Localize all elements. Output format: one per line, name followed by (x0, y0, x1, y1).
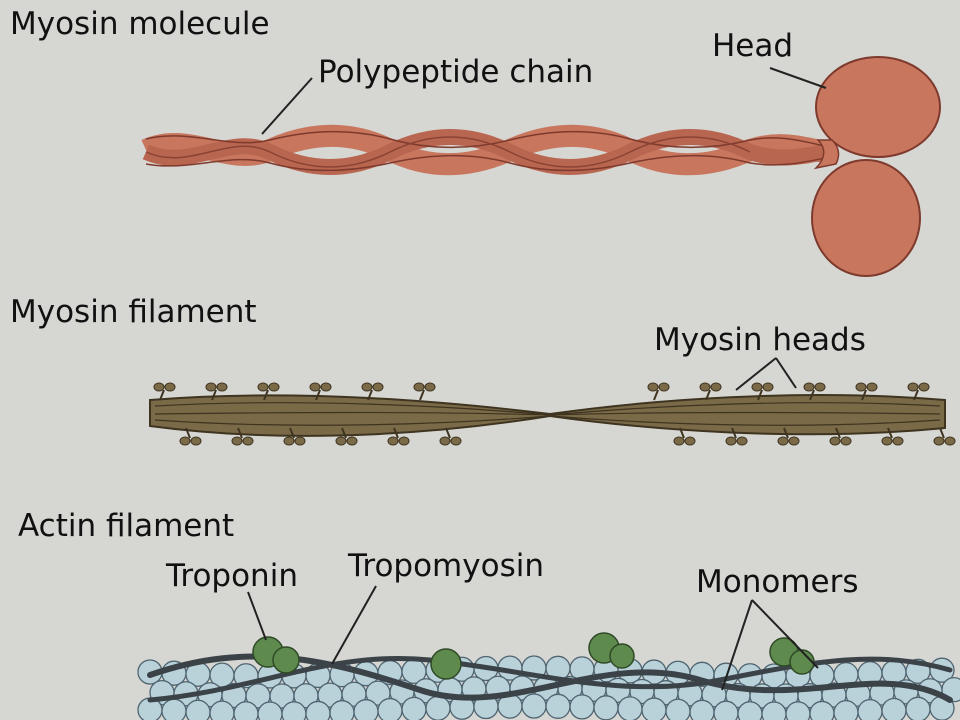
myosin-head-pair (205, 382, 228, 401)
actin-monomer (713, 700, 739, 720)
polypeptide-chain-label: Polypeptide chain (318, 54, 593, 90)
actin-monomer (233, 701, 259, 720)
monomers-label: Monomers (696, 564, 859, 600)
actin-monomer (185, 699, 211, 720)
actin-monomer (161, 698, 187, 720)
myosin-head-pair (439, 427, 462, 446)
actin-monomer (785, 701, 811, 720)
actin-monomer (809, 700, 835, 720)
actin-monomer (329, 700, 355, 720)
actin-monomer (377, 697, 403, 720)
myosin-head-pair (283, 427, 306, 446)
actin-monomer (737, 701, 763, 720)
head-leader (769, 67, 827, 89)
myosin-head-pair (907, 382, 930, 401)
myosin-head-pair (933, 427, 956, 446)
myosin-head-pair (829, 427, 852, 446)
actin-monomer (905, 696, 931, 720)
actin-monomer (521, 693, 547, 719)
myosin-head-lower (811, 159, 921, 277)
monomers-leader-2 (751, 599, 819, 669)
myosin-heads-leader-1 (735, 357, 777, 391)
chain-twist-line (145, 136, 751, 168)
actin-monomer (761, 701, 787, 720)
monomers-leader-1 (721, 599, 753, 691)
myosin-molecule-section: Myosin molecule Polypeptide chain Head (10, 6, 941, 277)
myosin-heads-leader-2 (775, 357, 797, 389)
troponin-label: Troponin (165, 558, 298, 594)
actin-monomer (617, 696, 643, 720)
myosin-head-pair (811, 56, 941, 277)
myosin-heads-label: Myosin heads (654, 322, 866, 358)
filament-strands (154, 402, 941, 426)
myosin-filament-body (149, 382, 956, 446)
tropomyosin-leader (331, 585, 377, 665)
actin-monomer (857, 699, 883, 720)
troponin-blob (789, 649, 815, 675)
myosin-head-pair (309, 382, 332, 401)
myosin-molecule-title: Myosin molecule (10, 6, 270, 42)
head-label: Head (712, 28, 793, 64)
myosin-head-pair (153, 382, 176, 401)
actin-monomer (689, 699, 715, 720)
myosin-head-pair (361, 382, 384, 401)
actin-monomer (425, 695, 451, 720)
actin-monomer (641, 697, 667, 720)
troponin-complexes (252, 632, 815, 680)
actin-monomer (209, 700, 235, 720)
actin-monomer (353, 699, 379, 720)
myosin-head-pair (257, 382, 280, 401)
actin-filament-title: Actin filament (18, 508, 234, 544)
myosin-filament-section: Myosin filament Myosin heads (10, 294, 956, 446)
tropomyosin-strand-2 (147, 655, 953, 703)
tropomyosin-label: Tropomyosin (347, 548, 544, 584)
actin-monomer (281, 701, 307, 720)
myosin-filament-title: Myosin filament (10, 294, 257, 330)
actin-monomer (833, 700, 859, 720)
actin-monomer (401, 696, 427, 720)
actin-monomer (593, 695, 619, 720)
head-neck (813, 139, 840, 170)
actin-monomer (257, 701, 283, 720)
myosin-head-pair (231, 427, 254, 446)
myosin-head-pair (751, 382, 774, 401)
myosin-head-pair (387, 427, 410, 446)
actin-monomer (569, 694, 595, 720)
myosin-head-pair (725, 427, 748, 446)
myosin-head-pair (647, 382, 670, 401)
myosin-head-pair (803, 382, 826, 401)
polypeptide-chain-leader (261, 77, 313, 135)
actin-filament-section: Actin filament Troponin Tropomyosin Mono… (18, 508, 960, 720)
troponin-blob (272, 646, 300, 674)
polypeptide-chain-tail (141, 124, 828, 176)
actin-monomer (545, 693, 571, 719)
troponin-leader (247, 591, 267, 641)
myosin-head-pair (777, 427, 800, 446)
myosin-head-pair (673, 427, 696, 446)
myosin-head-pair (699, 382, 722, 401)
actin-monomer (881, 697, 907, 720)
myosin-head-pair (413, 382, 436, 401)
myosin-heads-layer (153, 382, 956, 446)
troponin-blob (430, 648, 462, 680)
myosin-head-pair (179, 427, 202, 446)
troponin-blob (609, 643, 635, 669)
myosin-head-upper (815, 56, 941, 158)
myosin-head-pair (881, 427, 904, 446)
actin-monomer (305, 700, 331, 720)
chain-outline-lower (145, 154, 826, 172)
chain-outline (145, 130, 826, 149)
myosin-head-pair (855, 382, 878, 401)
myosin-head-pair (335, 427, 358, 446)
actin-monomer (665, 698, 691, 720)
